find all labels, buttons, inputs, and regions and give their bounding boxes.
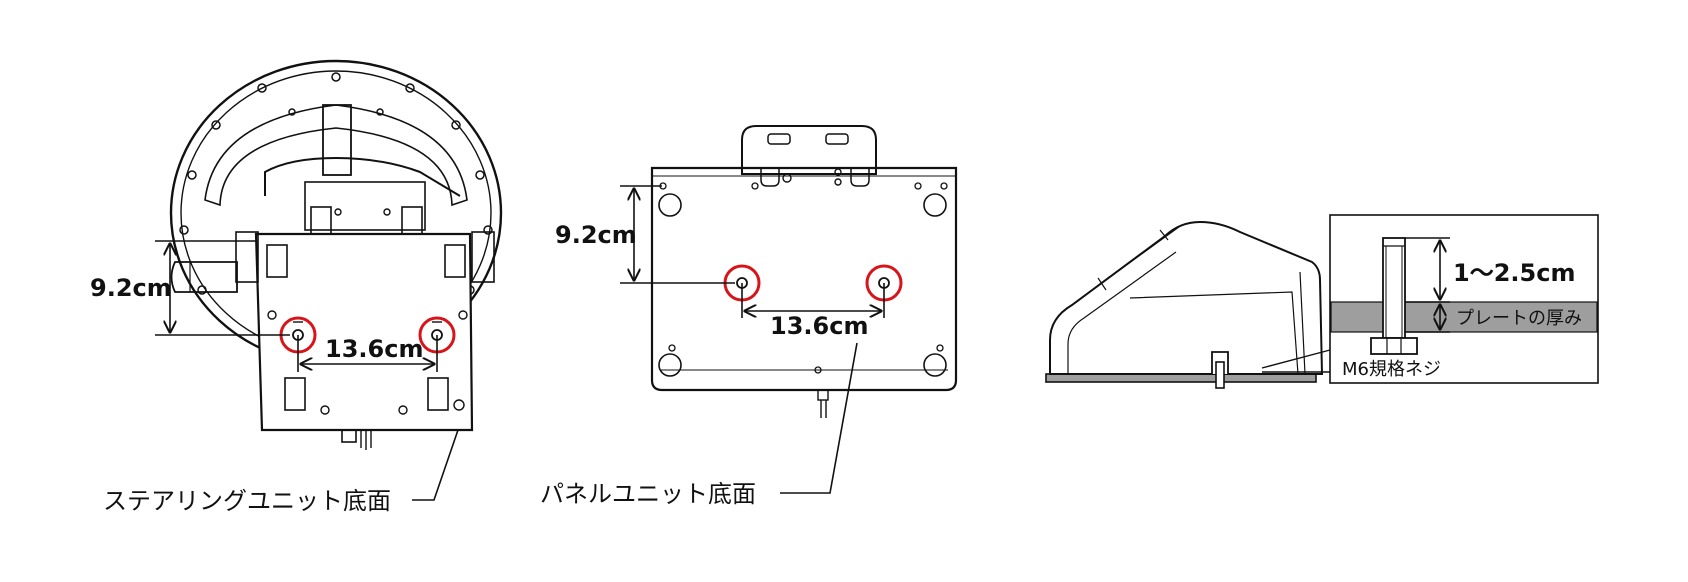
panel-caption: パネルユニット底面 [540, 480, 756, 508]
panel-width-dimension: 13.6cm [770, 312, 868, 340]
bolt-length-dimension: 1～2.5cm [1453, 259, 1575, 287]
screw-spec-label: M6規格ネジ [1342, 359, 1441, 380]
plate-thickness-band [1330, 301, 1598, 333]
panel-mount-highlights [723, 264, 903, 302]
steering-caption: ステアリングユニット底面 [103, 487, 391, 515]
steering-height-dimension: 9.2cm [90, 274, 172, 302]
panel-dimension-lines [620, 185, 885, 494]
bolt-detail-box [1329, 214, 1599, 384]
side-view-drawing [1045, 220, 1331, 389]
steering-width-dimension: 13.6cm [325, 335, 423, 363]
panel-unit-drawing [650, 125, 958, 418]
plate-thickness-label: プレートの厚み [1456, 308, 1582, 329]
steering-dimension-lines [155, 240, 459, 501]
panel-height-dimension: 9.2cm [555, 221, 637, 249]
steering-unit-drawing [169, 59, 503, 450]
